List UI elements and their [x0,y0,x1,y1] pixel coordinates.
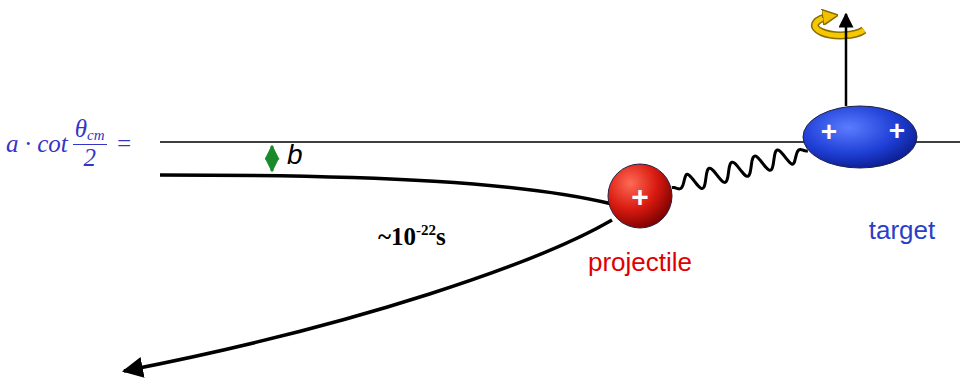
time-value: ~10 [378,223,416,250]
nucleus-body [608,164,672,228]
formula-subscript: cm [87,127,105,143]
rotation-arrow-outline [815,16,864,35]
time-unit: s [436,223,446,250]
outgoing-trajectory [124,220,612,371]
charge-sign: + [889,115,905,146]
time-exponent: -22 [416,222,436,238]
incoming-trajectory [160,175,612,204]
formula-term: a · cot [6,130,68,157]
charge-sign: + [631,180,649,213]
impact-parameter-arrow [271,146,274,171]
impact-parameter-symbol: b [287,139,303,170]
formula-equals: = [116,130,133,157]
target-nucleus: ++target [802,105,918,169]
charge-sign: + [821,116,837,147]
interaction-spring [672,150,808,189]
rotation-arrow [815,16,864,35]
formula-symbol: θ [75,115,87,142]
nucleus-body [803,106,917,168]
projectile-nucleus: +projectile [607,163,673,229]
impact-parameter-formula: a · cot θcm 2 = [6,116,132,171]
formula-denominator: 2 [83,144,96,171]
fraction: θcm 2 [73,116,107,171]
impact-parameter-label: b [287,139,303,171]
target-label: target [869,215,936,245]
projectile-label: projectile [588,247,692,277]
time-scale-label: ~10-22s [378,222,446,251]
spin-axis-arrow [845,14,848,106]
